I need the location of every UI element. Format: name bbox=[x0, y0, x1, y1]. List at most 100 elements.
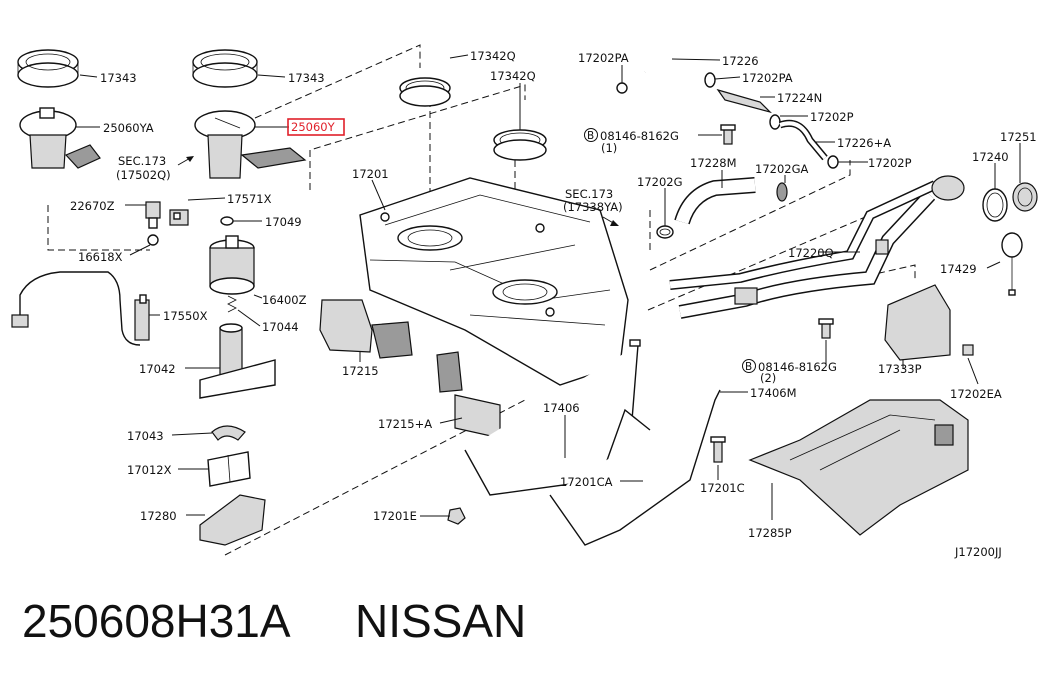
label-17202g: 17202G bbox=[637, 175, 683, 189]
label-17343-center: 17343 bbox=[288, 71, 325, 85]
label-17012x: 17012X bbox=[127, 463, 172, 477]
label-17406: 17406 bbox=[543, 401, 580, 415]
label-17228m: 17228M bbox=[690, 156, 737, 170]
ring-17240 bbox=[982, 188, 1008, 222]
tube-17224n bbox=[716, 88, 773, 114]
label-17226: 17226 bbox=[722, 54, 759, 68]
label-17201c: 17201C bbox=[700, 481, 745, 495]
filler-cap-17251 bbox=[1012, 182, 1038, 212]
protector-17215 bbox=[319, 299, 413, 359]
sensor-22670z bbox=[145, 201, 161, 229]
hose-17226a bbox=[778, 119, 828, 161]
bolt-marker-circle-lower bbox=[742, 359, 756, 373]
label-17240: 17240 bbox=[972, 150, 1009, 164]
lock-ring-17343-center bbox=[192, 49, 258, 88]
label-17215: 17215 bbox=[342, 364, 379, 378]
arrowhead-sec173-a bbox=[186, 156, 194, 162]
highlight-box-25060y bbox=[287, 118, 345, 136]
label-17202ea: 17202EA bbox=[950, 387, 1002, 401]
strainer-17012x bbox=[207, 451, 251, 487]
label-17042: 17042 bbox=[139, 362, 176, 376]
label-16618x: 16618X bbox=[78, 250, 123, 264]
gasket-17342q-right bbox=[493, 129, 547, 161]
brand-caption: NISSAN bbox=[355, 595, 527, 647]
retainer-17043 bbox=[211, 425, 246, 441]
label-sec173-a: SEC.173 bbox=[118, 154, 166, 168]
fuel-pump-17042 bbox=[199, 323, 276, 399]
lock-ring-17343-left bbox=[17, 49, 79, 88]
leader-lines bbox=[76, 54, 1021, 520]
bolt-08146-lower bbox=[818, 318, 834, 339]
label-17429: 17429 bbox=[940, 262, 977, 276]
label-17550x: 17550X bbox=[163, 309, 208, 323]
label-sec173-b-ref: (17338YA) bbox=[563, 200, 623, 214]
fuel-filter-16400z bbox=[209, 235, 255, 295]
label-08146-8162g-lower: 08146-8162G bbox=[758, 360, 837, 374]
label-17280: 17280 bbox=[140, 509, 177, 523]
bolt-marker-letter-lower: B bbox=[745, 361, 752, 373]
sender-unit-25060ya bbox=[19, 107, 101, 169]
bolt-marker-letter-upper: B bbox=[587, 130, 594, 142]
o-ring-17049 bbox=[220, 216, 234, 226]
hose-17228m bbox=[674, 177, 756, 225]
label-08146-qty-lower: (2) bbox=[760, 371, 776, 385]
protector-17215a bbox=[436, 351, 501, 439]
arrowhead-sec173-b bbox=[610, 220, 619, 226]
nut-17201e bbox=[447, 507, 466, 525]
label-17285p: 17285P bbox=[748, 526, 792, 540]
protector-17333p bbox=[884, 284, 951, 361]
label-17044: 17044 bbox=[262, 320, 299, 334]
part-number-caption: 250608H31A bbox=[22, 595, 291, 647]
clamp-17202p-lower bbox=[827, 155, 839, 169]
label-17215a: 17215+A bbox=[378, 417, 432, 431]
label-08146-8162g-upper: 08146-8162G bbox=[600, 129, 679, 143]
label-25060ya: 25060YA bbox=[103, 121, 154, 135]
label-16400z: 16400Z bbox=[262, 293, 307, 307]
label-17251: 17251 bbox=[1000, 130, 1037, 144]
label-17202pa: 17202PA bbox=[742, 71, 793, 85]
spring-17044 bbox=[227, 295, 237, 313]
bolt-17201c bbox=[710, 436, 726, 463]
label-17201: 17201 bbox=[352, 167, 389, 181]
bolt-marker-circle-upper bbox=[584, 128, 598, 142]
label-17201e: 17201E bbox=[373, 509, 417, 523]
filler-tube-17220q bbox=[669, 175, 965, 319]
fuel-tank-17201 bbox=[359, 177, 629, 386]
label-17202ga: 17202GA bbox=[755, 162, 808, 176]
fuel-line-17550x bbox=[11, 271, 150, 346]
bolt-08146-upper bbox=[720, 124, 736, 145]
clip-17571x bbox=[169, 209, 189, 226]
clamp-17202p-upper bbox=[769, 114, 781, 130]
label-17043: 17043 bbox=[127, 429, 164, 443]
label-17226a: 17226+A bbox=[837, 136, 891, 150]
label-08146-qty-upper: (1) bbox=[601, 141, 617, 155]
sender-unit-25060y bbox=[194, 110, 307, 179]
label-17202p-upper: 17202P bbox=[810, 110, 854, 124]
gasket-17342q-left bbox=[399, 77, 451, 107]
reservoir-17280 bbox=[199, 494, 266, 546]
clip-17202ea bbox=[962, 344, 974, 356]
o-ring-16618x bbox=[147, 234, 159, 246]
label-sec173-a-ref: (17502Q) bbox=[116, 168, 171, 182]
label-25060y-highlighted: 25060Y bbox=[291, 120, 336, 134]
label-17202pa-top: 17202PA bbox=[578, 51, 629, 65]
label-17220q: 17220Q bbox=[788, 246, 834, 260]
label-22670z: 22670Z bbox=[70, 199, 115, 213]
heat-shield-17285p bbox=[748, 399, 969, 536]
label-17342q-right: 17342Q bbox=[490, 69, 536, 83]
label-17571x: 17571X bbox=[227, 192, 272, 206]
clamp-17202g bbox=[656, 225, 674, 239]
label-17202p-lower: 17202P bbox=[868, 156, 912, 170]
diagram-code: J17200JJ bbox=[954, 545, 1002, 559]
label-17342q-left: 17342Q bbox=[470, 49, 516, 63]
clamp-17202pa bbox=[704, 72, 716, 88]
label-17406m: 17406M bbox=[750, 386, 797, 400]
label-17343-left: 17343 bbox=[100, 71, 137, 85]
hose-17226 bbox=[616, 59, 717, 94]
mounting-band-17406m bbox=[549, 389, 721, 546]
label-17049: 17049 bbox=[265, 215, 302, 229]
label-17201ca: 17201CA bbox=[560, 475, 613, 489]
label-17333p: 17333P bbox=[878, 362, 922, 376]
clamp-17202ga bbox=[776, 182, 788, 202]
